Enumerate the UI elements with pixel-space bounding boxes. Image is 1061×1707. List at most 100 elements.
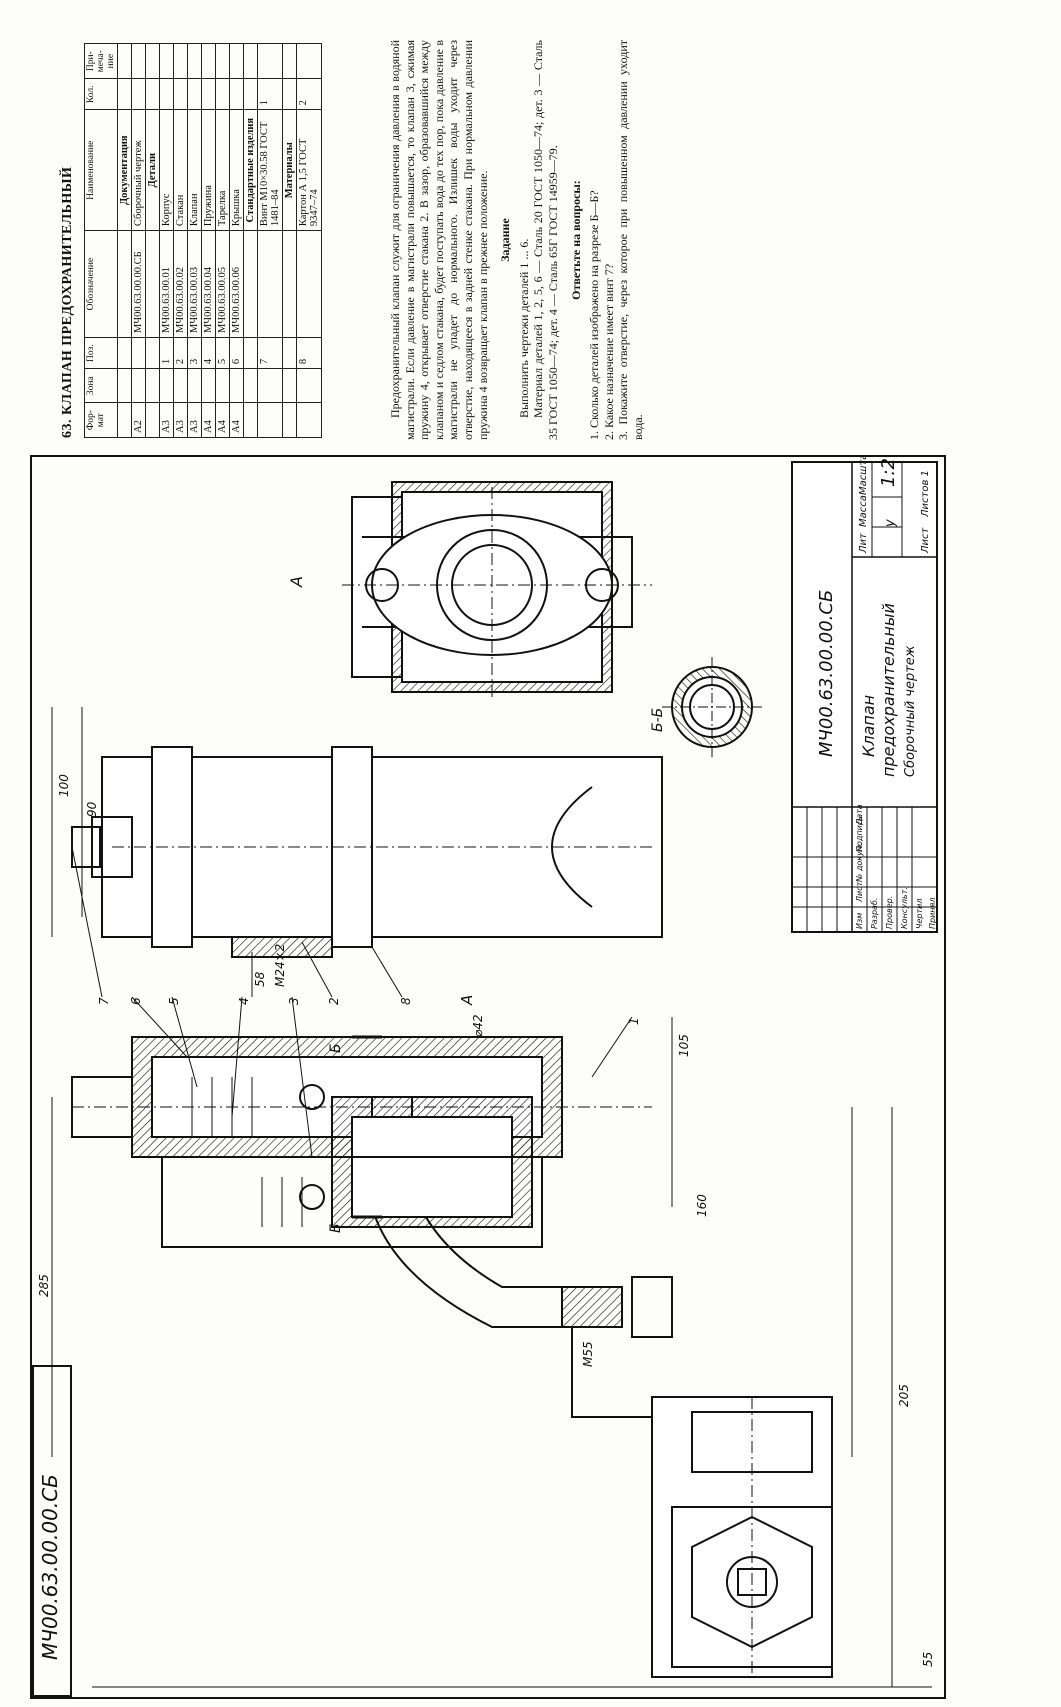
spec-cell-note (173, 43, 188, 79)
spec-cell-fmt: А3 (173, 402, 188, 438)
tb-lit: Лит (858, 532, 869, 554)
spec-cell-code: МЧ00.63.00.06 (229, 230, 244, 338)
spec-cell-name: Картон А 1,5 ГОСТ 9347–74 (296, 109, 322, 231)
spec-cell-code (243, 230, 258, 338)
spec-cell-name: Сборочный чертеж (131, 109, 146, 231)
cut-marks (352, 1035, 382, 1219)
cut-b-top: Б (328, 1043, 344, 1053)
spec-cell-pos: 4 (201, 337, 216, 369)
question-2: 2. Какое назначение имеет винт 7? (601, 263, 616, 440)
spec-cell-note (215, 43, 230, 79)
spec-cell-note (229, 43, 244, 79)
spec-cell-zone (282, 368, 297, 403)
spec-cell-qty (243, 78, 258, 110)
spec-cell-pos (131, 337, 146, 369)
spec-block: 63. КЛАПАН ПРЕДОХРАНИТЕЛЬНЫЙ Фор-мат Зон… (60, 43, 322, 438)
dimension-labels: 100 90 58 M24×2 ⌀42 105 160 205 M55 285 … (37, 576, 935, 1667)
task-line-1: Выполнить чертежи деталей 1 ... 6. (516, 238, 531, 418)
spec-cell-name: Документация (117, 109, 132, 231)
spec-cell-qty (282, 78, 297, 110)
tb-sheet: Лист (920, 526, 931, 554)
spec-cell-name: Корпус (159, 109, 174, 231)
spec-cell-zone (296, 368, 322, 403)
spec-cell-code (282, 230, 297, 338)
spec-cell-qty: 1 (257, 78, 283, 110)
section-label: Б-Б (650, 708, 666, 732)
tb-person-4: Принял (928, 898, 937, 929)
tb-person-2: Консульт. (900, 887, 909, 929)
spec-cell-zone (257, 368, 283, 403)
spec-cell-pos (282, 337, 297, 369)
dim-205: 205 (897, 1384, 911, 1407)
spec-cell-name: Винт М10×30.58 ГОСТ 1481–84 (257, 109, 283, 231)
spec-cell-pos: 6 (229, 337, 244, 369)
dimension-lines (51, 707, 932, 1688)
spec-cell-note (243, 43, 258, 79)
tb-role-doc: № докум. (855, 843, 864, 883)
dim-285: 285 (37, 1274, 51, 1297)
spec-cell-code (296, 230, 322, 338)
spec-cell-pos: 2 (173, 337, 188, 369)
spec-cell-code: МЧ00.63.00.00.СБ (131, 230, 146, 338)
spec-cell-fmt: А4 (215, 402, 230, 438)
pos-3: 3 (287, 997, 301, 1005)
spec-cell-qty: 2 (296, 78, 322, 110)
spec-cell-qty (229, 78, 244, 110)
spec-cell-name: Материалы (282, 109, 297, 231)
spec-cell-zone (215, 368, 230, 403)
tb-name-1: Клапан (859, 695, 878, 757)
spec-cell-pos: 1 (159, 337, 174, 369)
spec-row: Детали (145, 43, 160, 438)
spec-cell-zone (201, 368, 216, 403)
spec-cell-qty (159, 78, 174, 110)
spec-cell-zone (131, 368, 146, 403)
spec-cell-zone (159, 368, 174, 403)
spec-cell-note (131, 43, 146, 79)
dim-105: 105 (677, 1034, 691, 1057)
tb-mass: Масса (858, 495, 869, 527)
tb-person-1: Провер. (885, 896, 894, 929)
spec-cell-note (187, 43, 202, 79)
spec-cell-name: Тарелка (215, 109, 230, 231)
spec-cell-note (117, 43, 132, 79)
pos-5: 5 (167, 997, 181, 1005)
spec-cell-pos: 7 (257, 337, 283, 369)
tb-role-izm: Изм (855, 913, 864, 929)
spec-cell-fmt (257, 402, 283, 438)
pos-6: 6 (129, 997, 143, 1005)
spec-cell-note (159, 43, 174, 79)
spec-cell-fmt (145, 402, 160, 438)
dim-m24: M24×2 (273, 944, 287, 987)
spec-cell-fmt (282, 402, 297, 438)
spec-cell-qty (145, 78, 160, 110)
spec-cell-name: Стакан (173, 109, 188, 231)
leader-lines (71, 846, 633, 1158)
tb-name-3: Сборочный чертеж (903, 645, 918, 777)
spec-cell-zone (145, 368, 160, 403)
spec-cell-code (257, 230, 283, 338)
spec-cell-code: МЧ00.63.00.01 (159, 230, 174, 338)
spec-cell-zone (173, 368, 188, 403)
spec-cell-qty (215, 78, 230, 110)
title-block-text: МЧ00.63.00.00.СБ Клапан предохранительны… (816, 457, 937, 929)
task-line-2: Материал деталей 1, 2, 5, 6 — Сталь 20 Г… (531, 40, 560, 440)
spec-cell-pos: 8 (296, 337, 322, 369)
tb-scale: 1:2 (878, 458, 899, 487)
spec-title: 63. КЛАПАН ПРЕДОХРАНИТЕЛЬНЫЙ (60, 166, 75, 438)
main-section-view (71, 1036, 673, 1418)
questions-heading: Ответьте на вопросы: (568, 180, 583, 300)
spec-cell-code: МЧ00.63.00.05 (215, 230, 230, 338)
spec-cell-zone (229, 368, 244, 403)
spec-table: Фор-мат Зона Поз. Обозначение Наименован… (84, 43, 322, 438)
spec-cell-name: Стандартные изделия (243, 109, 258, 231)
tb-scale-label: Масштаб (857, 457, 869, 495)
spec-cell-fmt (296, 402, 322, 438)
dim-55: 55 (921, 1652, 935, 1667)
tb-name-2: предохранительный (879, 603, 898, 777)
spec-cell-fmt: А4 (229, 402, 244, 438)
